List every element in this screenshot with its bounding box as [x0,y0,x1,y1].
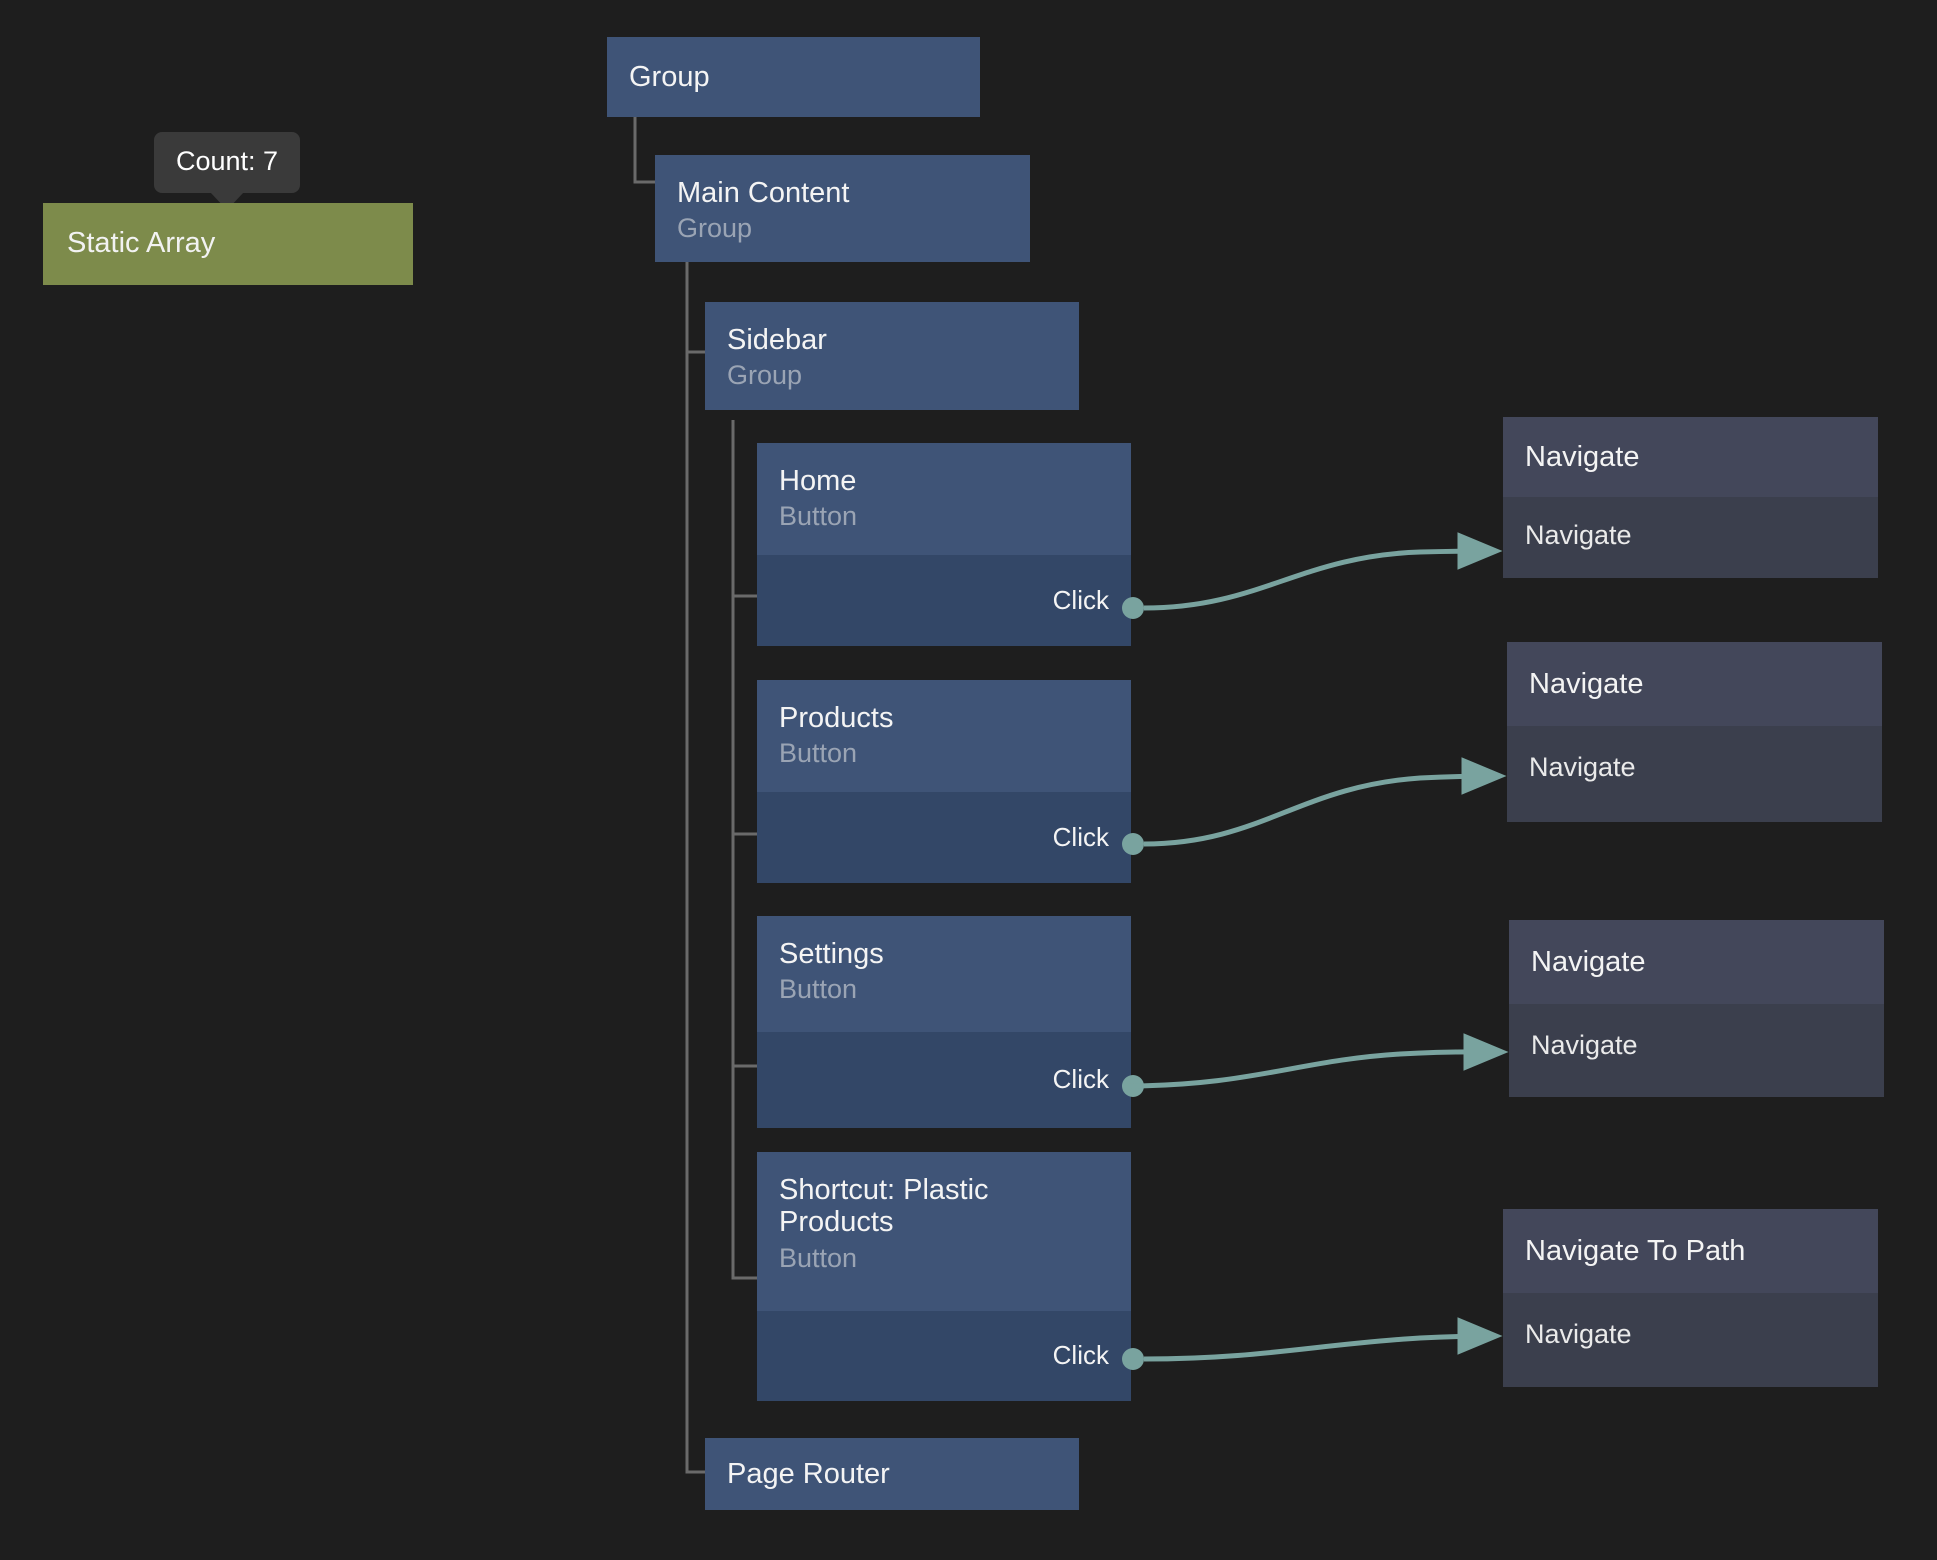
edge-settings-to-navigate [1126,1052,1501,1086]
edge-home-to-navigate [1144,551,1495,608]
node-button-settings[interactable]: Settings Button Click [757,916,1131,1128]
count-tooltip-label: Count: 7 [176,146,278,176]
node-main-content[interactable]: Main Content Group [655,155,1030,262]
node-button-products[interactable]: Products Button Click [757,680,1131,883]
action-row-navigate-1: Navigate [1525,522,1632,549]
node-button-home-header: Home Button [757,443,1131,555]
node-button-settings-title: Settings [779,938,1131,970]
node-group-header: Group [607,37,980,117]
port-click-shortcut[interactable] [1122,1348,1144,1370]
action-node-navigate-to-path-body: Navigate [1503,1293,1878,1387]
node-button-products-subtitle: Button [779,737,1131,769]
action-row-navigate-3: Navigate [1531,1032,1638,1059]
static-array-node[interactable]: Static Array [43,203,413,285]
node-button-home-subtitle: Button [779,500,1131,532]
action-node-navigate-3-body: Navigate [1509,1004,1884,1097]
action-row-navigate-2: Navigate [1529,754,1636,781]
action-node-navigate-to-path[interactable]: Navigate To Path Navigate [1503,1209,1878,1387]
action-node-navigate-1-body: Navigate [1503,497,1878,578]
node-sidebar[interactable]: Sidebar Group [705,302,1079,410]
port-label-click-home: Click [1053,587,1109,613]
port-label-click-products: Click [1053,824,1109,850]
action-node-navigate-1-header: Navigate [1503,417,1878,497]
node-main-content-title: Main Content [677,177,1030,209]
node-main-content-header: Main Content Group [655,155,1030,262]
node-button-products-footer: Click [757,792,1131,883]
action-node-navigate-3-title: Navigate [1531,948,1645,977]
port-click-settings[interactable] [1122,1075,1144,1097]
node-button-products-header: Products Button [757,680,1131,792]
node-button-shortcut-header: Shortcut: Plastic Products Button [757,1152,1131,1311]
node-button-settings-subtitle: Button [779,973,1131,1005]
node-button-settings-footer: Click [757,1032,1131,1128]
action-node-navigate-2-header: Navigate [1507,642,1882,726]
port-label-click-settings: Click [1053,1066,1109,1092]
node-page-router-header: Page Router [705,1438,1079,1510]
action-node-navigate-1-title: Navigate [1525,443,1639,472]
count-tooltip: Count: 7 [154,132,300,193]
action-node-navigate-1[interactable]: Navigate Navigate [1503,417,1878,578]
action-node-navigate-to-path-title: Navigate To Path [1525,1237,1745,1266]
action-node-navigate-2-body: Navigate [1507,726,1882,822]
edge-shortcut-to-navigate-to-path [1144,1336,1495,1359]
static-array-title: Static Array [67,228,215,260]
node-page-router[interactable]: Page Router [705,1438,1079,1510]
port-click-home[interactable] [1122,597,1144,619]
node-group[interactable]: Group [607,37,980,117]
action-row-navigate-to-path: Navigate [1525,1321,1632,1348]
action-node-navigate-2[interactable]: Navigate Navigate [1507,642,1882,822]
node-group-title: Group [629,61,710,93]
port-label-click-shortcut: Click [1053,1342,1109,1368]
action-node-navigate-to-path-header: Navigate To Path [1503,1209,1878,1293]
action-node-navigate-3-header: Navigate [1509,920,1884,1004]
node-button-settings-header: Settings Button [757,916,1131,1032]
node-button-home-footer: Click [757,555,1131,646]
node-main-content-subtitle: Group [677,212,1030,244]
node-page-router-title: Page Router [727,1458,890,1490]
edge-products-to-navigate [1144,776,1499,844]
node-button-home-title: Home [779,465,1131,497]
node-sidebar-subtitle: Group [727,359,1079,391]
node-button-shortcut-footer: Click [757,1311,1131,1401]
node-button-home[interactable]: Home Button Click [757,443,1131,646]
node-button-shortcut-plastic-products[interactable]: Shortcut: Plastic Products Button Click [757,1152,1131,1401]
port-click-products[interactable] [1122,833,1144,855]
node-button-products-title: Products [779,702,1131,734]
node-button-shortcut-subtitle: Button [779,1242,1061,1274]
node-button-shortcut-title: Shortcut: Plastic Products [779,1174,1061,1239]
action-node-navigate-2-title: Navigate [1529,670,1643,699]
action-node-navigate-3[interactable]: Navigate Navigate [1509,920,1884,1097]
node-sidebar-title: Sidebar [727,324,1079,356]
node-sidebar-header: Sidebar Group [705,302,1079,410]
